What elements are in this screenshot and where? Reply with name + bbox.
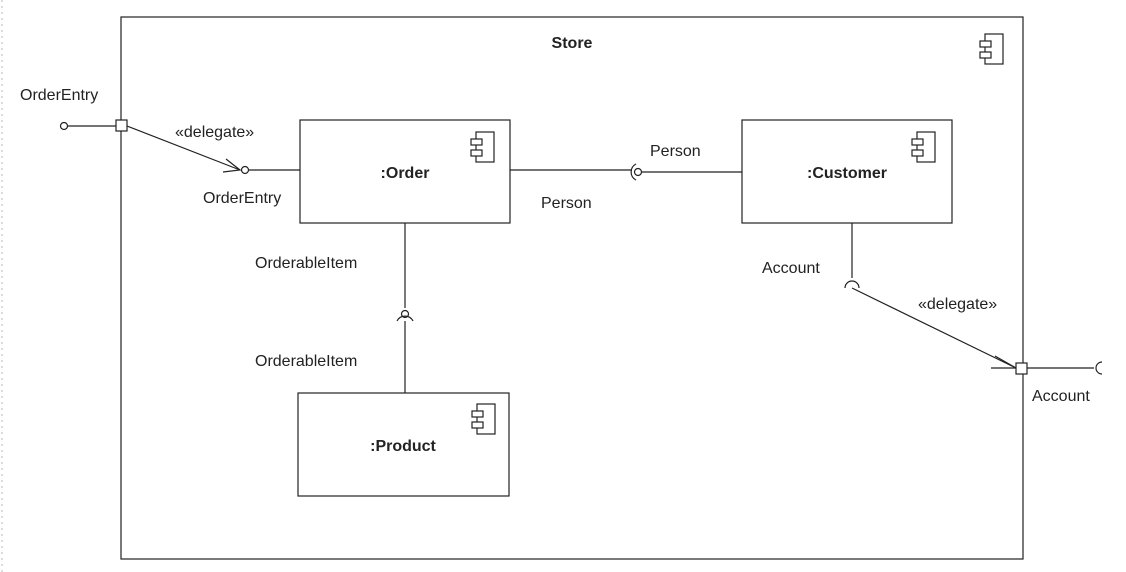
orderable-item-assembly-connector <box>396 223 414 393</box>
product-component-icon <box>471 403 496 435</box>
orderable-item-bottom-label: OrderableItem <box>255 353 357 370</box>
delegate-connector-top <box>126 125 242 173</box>
order-entry-interface <box>240 165 300 175</box>
order-entry-port <box>59 119 128 132</box>
store-title: Store <box>552 35 593 52</box>
store-component <box>120 16 1024 560</box>
product-name: :Product <box>370 438 436 455</box>
account-port <box>1015 361 1103 375</box>
person-required-label: Person <box>541 195 592 212</box>
store-component-icon <box>979 33 1004 65</box>
order-entry-port-label: OrderEntry <box>20 87 98 104</box>
account-port-label: Account <box>1032 388 1090 405</box>
delegate-label-top: «delegate» <box>175 124 254 141</box>
delegate-label-bottom: «delegate» <box>918 296 997 313</box>
order-component-icon <box>470 131 495 163</box>
orderable-item-top-label: OrderableItem <box>255 255 357 272</box>
order-entry-interface-label: OrderEntry <box>203 190 281 207</box>
order-component <box>299 119 511 224</box>
person-assembly-connector <box>510 163 742 181</box>
account-customer-label: Account <box>762 260 820 277</box>
customer-component-icon <box>911 131 936 163</box>
order-name: :Order <box>381 165 430 182</box>
product-component <box>297 392 510 497</box>
person-provided-label: Person <box>650 143 701 160</box>
account-required-interface <box>844 223 860 289</box>
customer-name: :Customer <box>807 165 887 182</box>
